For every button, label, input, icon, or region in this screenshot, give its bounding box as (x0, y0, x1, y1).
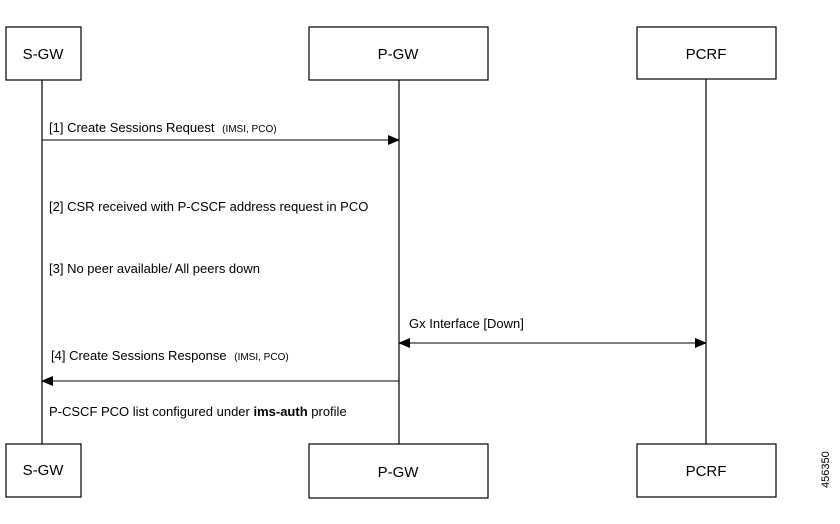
pgw-box-bottom: P-GW (308, 443, 489, 499)
sgw-box-top: S-GW (5, 26, 82, 81)
pcrf-label-top: PCRF (686, 46, 727, 63)
message-1-label: [1] Create Sessions Request (IMSI, PCO) (49, 120, 277, 135)
pgw-label-top: P-GW (378, 46, 420, 63)
figure-id: 456350 (820, 451, 832, 488)
sgw-box-bottom: S-GW (5, 443, 82, 498)
pgw-label-bottom: P-GW (378, 464, 420, 481)
pcrf-box-bottom: PCRF (636, 443, 777, 498)
sgw-label-bottom: S-GW (23, 462, 65, 479)
sgw-label-top: S-GW (23, 46, 65, 63)
message-2-label: [2] CSR received with P-CSCF address req… (49, 199, 368, 214)
pgw-box-top: P-GW (308, 26, 489, 81)
pco-note: P-CSCF PCO list configured under ims-aut… (49, 404, 347, 419)
message-4-label: [4] Create Sessions Response (IMSI, PCO) (51, 348, 289, 363)
gx-interface-label: Gx Interface [Down] (409, 316, 524, 331)
pcrf-label-bottom: PCRF (686, 463, 727, 480)
pcrf-box-top: PCRF (636, 26, 777, 80)
message-3-label: [3] No peer available/ All peers down (49, 261, 260, 276)
